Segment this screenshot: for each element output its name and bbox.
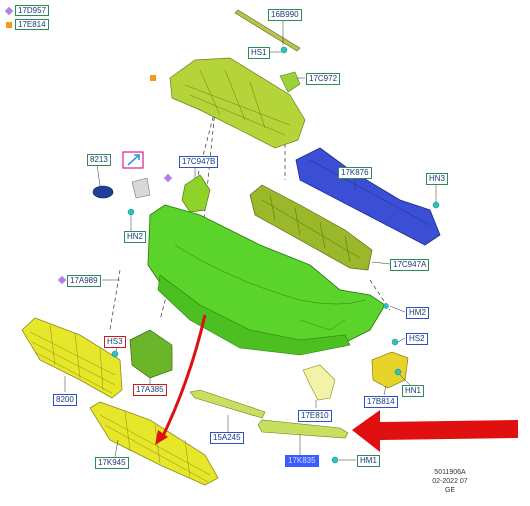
arrow-pointer-icon [122,151,144,169]
part-label-17k945: 17K945 [95,457,129,469]
bumper-cover [147,204,386,351]
foglamp-bracket [371,351,409,389]
part-label-17k876: 17K876 [338,167,372,179]
diagram-region: GE [444,487,456,494]
part-label-8213: 8213 [87,154,111,166]
grille-17k945 [89,401,219,486]
red-arrows [155,314,518,452]
part-label-17a385: 17A385 [133,384,167,396]
part-label-hn3: HN3 [426,173,449,185]
license-bracket [129,329,173,379]
legend-markers [57,75,173,285]
bracket-17c947b [181,174,211,213]
impact-beam [295,147,441,246]
part-label-hn1: HN1 [402,385,425,397]
square-marker-icon [6,21,12,28]
part-label-hm1: HM1 [357,455,380,467]
diagram-number: 5011906A [434,469,466,476]
bracket-17e810 [302,364,336,401]
part-label-8200: 8200 [53,394,77,406]
diagram-info: 5011906A 02-2022 07 GE [428,468,472,495]
part-label-15a245: 15A245 [210,432,244,444]
diamond-marker-icon [4,6,14,16]
part-label-17c947a: 17C947A [390,259,430,271]
emblem-bracket [131,177,151,199]
part-label-16b990: 16B990 [268,9,302,21]
part-label-17e810: 17E810 [298,410,332,422]
part-label-hm2: HM2 [406,307,429,319]
legend-item-2: 17E814 [6,19,49,30]
legend-code: 17E814 [15,19,49,30]
part-label-hs3: HS3 [104,336,126,348]
trim-strip-15a245 [189,389,266,419]
part-label-hs2: HS2 [406,333,428,345]
legend-code: 17D957 [15,5,50,16]
clip-17c972 [279,71,301,93]
part-label-17a989: 17A989 [67,275,101,287]
part-label-17b814: 17B814 [364,396,398,408]
diagram-date: 02-2022 07 [432,478,468,485]
upper-bracket [169,57,306,149]
ford-badge [92,185,114,199]
part-label-hs1: HS1 [248,47,270,59]
energy-absorber [249,184,373,271]
legend-item-1: 17D957 [4,5,50,16]
lower-grille [21,317,123,399]
bumper-lower-lip [157,274,351,356]
upper-trim-strip [234,9,301,52]
part-label-17k835-highlighted[interactable]: 17K835 [285,455,319,467]
trim-strip-17k835 [257,419,349,439]
big-red-arrow [352,410,518,452]
part-label-17c972: 17C972 [306,73,341,85]
part-label-17c947b: 17C947B [179,156,219,168]
part-label-hn2: HN2 [124,231,147,243]
